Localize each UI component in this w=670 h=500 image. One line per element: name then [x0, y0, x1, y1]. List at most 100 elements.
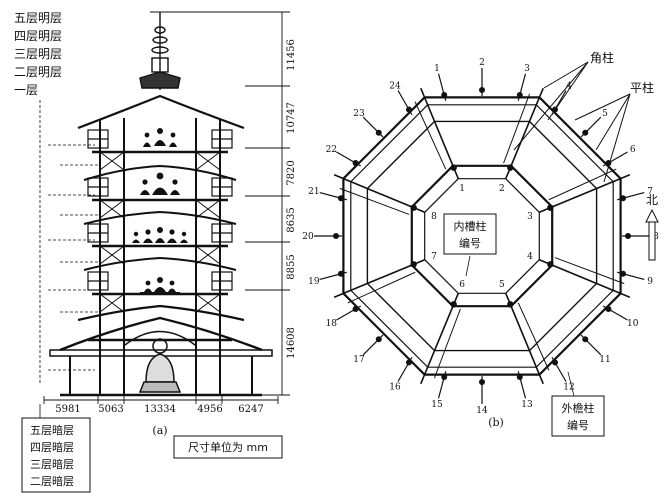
buddha-group-2 — [140, 277, 180, 295]
outer-column-marker — [441, 91, 448, 98]
buddha-figures — [132, 128, 188, 295]
column-plan-figure: 123456789101112131415161718192021222324 … — [302, 50, 659, 437]
unit-note-box — [173, 435, 283, 459]
outer-column-label-line1: 外檐柱 — [562, 401, 595, 415]
outer-column-marker — [479, 379, 485, 385]
inner-column-marker — [547, 261, 554, 268]
outer-column-marker — [516, 374, 523, 381]
inner-column-marker — [410, 204, 417, 211]
outer-column-marker — [441, 374, 448, 381]
corner-beam — [538, 258, 631, 298]
outer-column-number: 17 — [353, 355, 365, 365]
inner-column-marker — [507, 164, 514, 171]
inner-column-marker — [410, 261, 417, 268]
outer-column-marker — [625, 233, 631, 239]
outer-column-marker — [516, 91, 523, 98]
outer-column-marker — [406, 359, 412, 366]
corner-beam-secondary — [517, 302, 550, 371]
spire — [139, 12, 181, 90]
outer-column-number: 15 — [431, 400, 443, 410]
hidden-floor-label-4: 四层暗层 — [30, 440, 74, 454]
outer-column-number: 23 — [353, 109, 365, 119]
inner-column-number: 2 — [499, 184, 505, 194]
corner-column-arrows — [513, 61, 589, 151]
outer-column-number: 18 — [326, 319, 338, 329]
outer-column-number: 16 — [389, 383, 401, 393]
corner-beam — [333, 258, 426, 298]
corner-beam — [504, 87, 544, 180]
dim-h-4: 8635 — [286, 207, 297, 232]
inner-column-number: 3 — [527, 212, 533, 222]
outer-column-number: 5 — [602, 109, 608, 119]
dim-w-4: 4956 — [197, 404, 222, 415]
outer-column-number: 22 — [326, 145, 337, 155]
north-arrow-tail — [648, 221, 656, 261]
buddha-group-4 — [140, 172, 180, 195]
dim-h-6: 14608 — [286, 327, 297, 359]
outer-column-marker — [337, 195, 344, 202]
corner-beam — [333, 174, 426, 214]
pagoda-section-figure: 五层明层 四层明层 三层明层 二层明层 一层 — [14, 11, 297, 493]
inner-column-marker — [450, 164, 457, 171]
corner-beam — [420, 292, 460, 385]
outer-column-marker — [620, 270, 627, 277]
inner-column-number: 4 — [527, 252, 533, 262]
hidden-floor-label-3: 三层暗层 — [30, 457, 74, 471]
outer-column-number: 13 — [521, 400, 533, 410]
inner-column-marker — [507, 301, 514, 308]
corner-beam-secondary — [548, 168, 617, 201]
outer-column-number: 10 — [627, 319, 639, 329]
outer-column-marker — [479, 87, 485, 93]
hidden-floors-box — [21, 417, 91, 493]
outer-column-marker — [605, 306, 612, 312]
outer-column-label-box — [551, 395, 605, 437]
outer-column-number: 19 — [308, 277, 320, 287]
plan-columns — [333, 87, 631, 385]
outer-column-number: 12 — [563, 383, 574, 393]
dim-h-1: 11456 — [286, 39, 297, 71]
flat-column-label: 平柱 — [630, 80, 654, 95]
floor-label-3: 三层明层 — [14, 47, 62, 61]
hidden-floor-label-2: 二层暗层 — [30, 474, 74, 488]
outer-column-marker — [582, 129, 589, 136]
outer-column-number: 2 — [479, 58, 485, 68]
outer-column-marker — [620, 195, 627, 202]
outer-column-number: 14 — [476, 406, 488, 416]
inner-column-label-box — [443, 213, 497, 255]
floor-label-5: 五层明层 — [14, 11, 62, 25]
corner-beam — [538, 174, 631, 214]
outer-column-number: 20 — [302, 232, 314, 242]
inner-column-label-line1: 内槽柱 — [454, 219, 487, 233]
inner-column-marker — [450, 301, 457, 308]
north-label: 北 — [646, 193, 658, 207]
caption-a: (a) — [152, 424, 167, 437]
outer-column-number: 7 — [647, 187, 653, 197]
inner-column-number: 8 — [431, 212, 437, 222]
pagoda-body — [49, 94, 273, 397]
outer-column-marker — [406, 106, 412, 113]
width-dims: 5981 5063 13334 4956 6247 — [55, 404, 263, 415]
floor-label-1: 一层 — [14, 83, 38, 97]
buddha-group-3 — [132, 227, 188, 243]
corner-column-label: 角柱 — [590, 50, 614, 65]
dim-w-1: 5981 — [55, 404, 80, 415]
outer-column-marker — [337, 270, 344, 277]
dim-h-2: 10747 — [286, 102, 297, 134]
outer-column-marker — [352, 160, 359, 166]
height-dims: 11456 10747 7820 8635 8855 14608 — [286, 39, 297, 359]
outer-column-number: 11 — [599, 355, 610, 365]
flat-column-arrows — [574, 93, 631, 183]
outer-column-number: 3 — [524, 64, 530, 74]
width-dimension-lines — [43, 396, 279, 404]
dim-w-5: 6247 — [238, 404, 263, 415]
inner-column-number: 7 — [431, 252, 437, 262]
unit-note: 尺寸单位为 mm — [188, 440, 268, 454]
hidden-floor-label-5: 五层暗层 — [30, 423, 74, 437]
corner-beam — [420, 87, 460, 180]
inner-column-number: 1 — [459, 184, 465, 194]
corner-beam — [504, 292, 544, 385]
outer-column-number: 9 — [647, 277, 653, 287]
north-arrow: 北 — [645, 193, 659, 261]
